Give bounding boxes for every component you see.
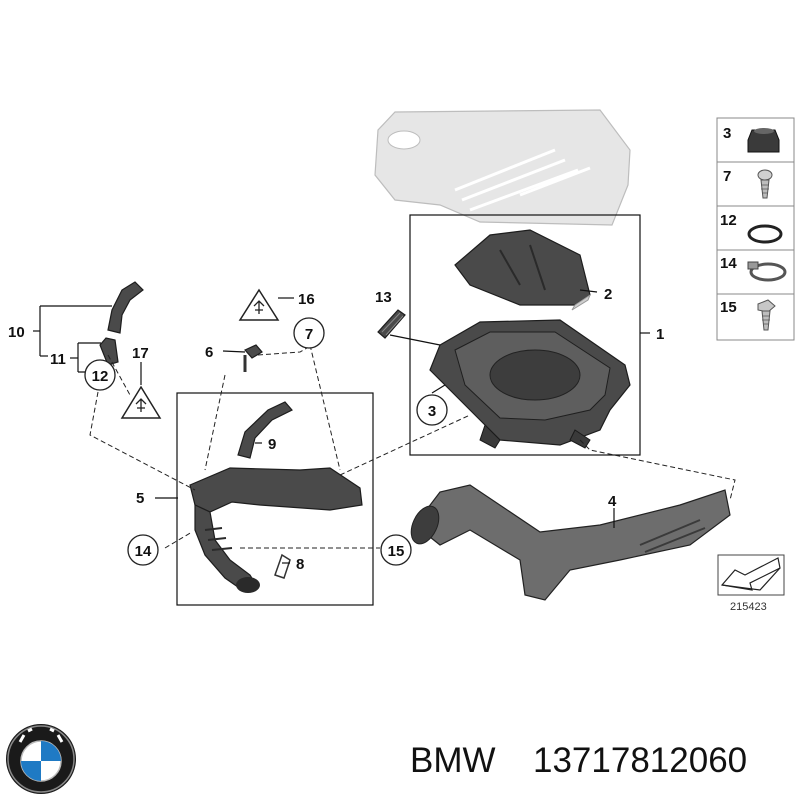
callout-15: 15 — [388, 543, 405, 560]
callout-6: 6 — [205, 344, 213, 361]
legend-15: 15 — [720, 299, 737, 316]
part-13-grille — [377, 309, 406, 339]
callout-circles — [84, 317, 448, 566]
leader-lines — [33, 289, 650, 564]
dashed-connectors — [89, 344, 736, 549]
callout-1: 1 — [656, 326, 664, 343]
warning-triangle-icon — [238, 288, 280, 321]
part-4-intake-duct — [410, 484, 731, 601]
brand-name: BMW — [410, 741, 496, 780]
part-10-hose — [107, 281, 144, 334]
part-9-hose — [237, 401, 293, 459]
part-6-sensor — [243, 344, 263, 372]
hose-clamp-icon — [747, 261, 787, 282]
callout-17: 17 — [132, 345, 149, 362]
assembly-frame-5 — [176, 392, 374, 606]
grommet-icon — [747, 128, 780, 153]
callout-7: 7 — [305, 326, 313, 343]
legend-7: 7 — [723, 168, 731, 185]
callout-12: 12 — [92, 368, 109, 385]
callout-13: 13 — [375, 289, 392, 306]
bolt-icon — [757, 299, 776, 331]
arrow-symbol-icon — [717, 554, 785, 596]
legend-12: 12 — [720, 212, 737, 229]
legend-14: 14 — [720, 255, 737, 272]
reference-number: 215423 — [730, 601, 767, 613]
callout-11: 11 — [50, 351, 66, 368]
callout-5: 5 — [136, 490, 144, 507]
callout-3: 3 — [428, 403, 436, 420]
fastener-legend: 3 7 12 14 15 — [716, 117, 795, 341]
callout-8: 8 — [296, 556, 304, 573]
callout-2: 2 — [604, 286, 612, 303]
callout-9: 9 — [268, 436, 276, 453]
callout-16: 16 — [298, 291, 315, 308]
part-2-filter-lid — [454, 229, 592, 311]
part-8-clip — [274, 553, 291, 579]
o-ring-icon — [747, 224, 783, 244]
part-1-filter-housing — [429, 319, 631, 449]
screw-icon — [757, 169, 773, 199]
callout-14: 14 — [135, 543, 152, 560]
assembly-frame-1 — [409, 214, 641, 456]
callout-labels: 1 2 3 4 5 6 7 8 9 10 11 12 13 14 15 16 1… — [8, 286, 664, 573]
legend-3: 3 — [723, 125, 731, 142]
warning-triangle-icon — [120, 385, 162, 419]
bmw-logo-icon — [6, 724, 76, 794]
engine-cover — [374, 109, 631, 226]
part-5-intake-pipe — [189, 467, 363, 593]
part-number: 13717812060 — [533, 741, 747, 780]
callout-10: 10 — [8, 324, 25, 341]
callout-4: 4 — [608, 493, 617, 510]
